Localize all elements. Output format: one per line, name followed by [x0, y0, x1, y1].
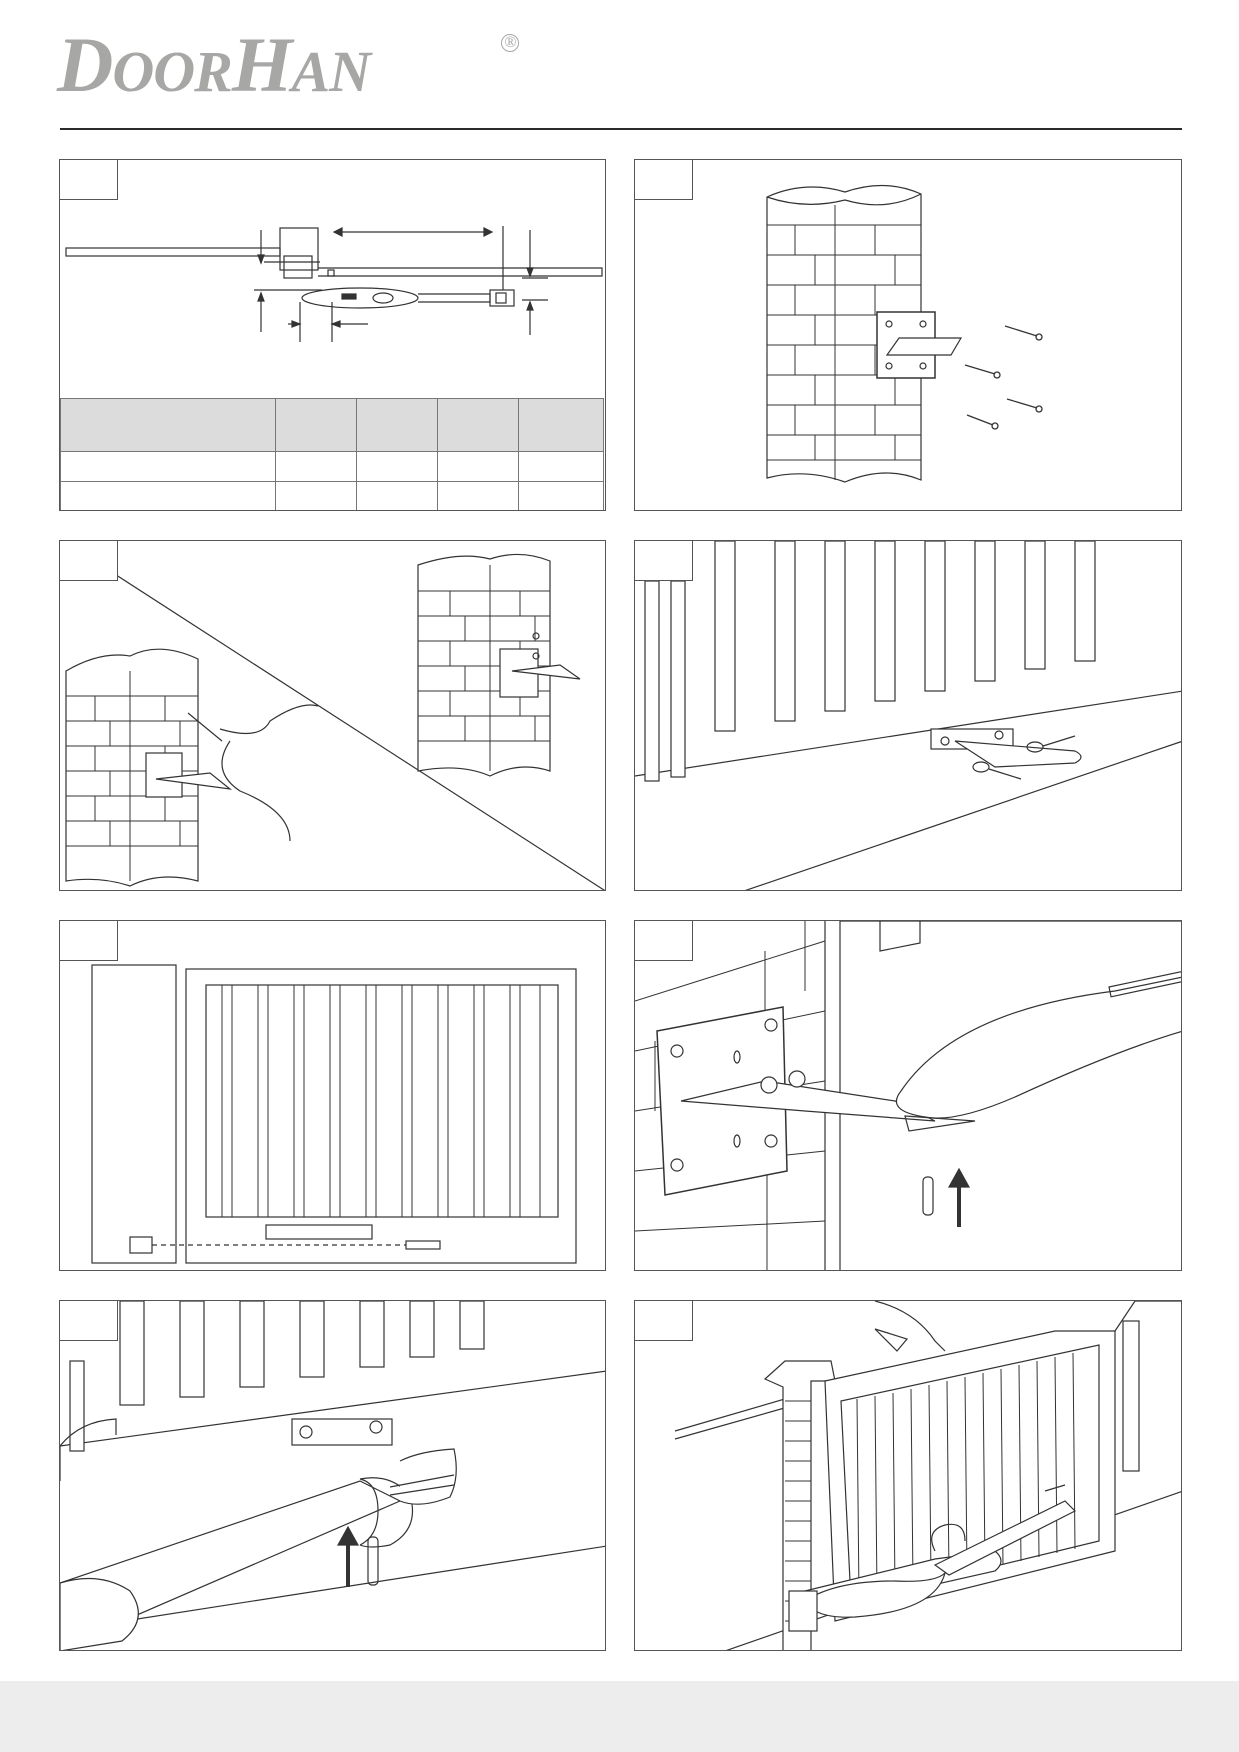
- footer-bar: [0, 1681, 1239, 1752]
- table-cell: [437, 481, 519, 510]
- table-cell: [275, 451, 357, 482]
- step-number-box: [635, 1301, 693, 1341]
- gate-bracket-illustration: [635, 541, 1181, 890]
- step-number-box: [635, 921, 693, 961]
- logo-letters: OOR: [112, 39, 232, 104]
- step-number-box: [60, 1301, 118, 1341]
- operator-mount-pillar: [635, 921, 1181, 1270]
- table-cell: [356, 398, 438, 452]
- header-divider: [60, 128, 1182, 130]
- registered-trademark: ®: [501, 34, 519, 52]
- table-cell: [437, 398, 519, 452]
- panel-step-2: [634, 159, 1182, 511]
- step-number-box: [60, 541, 118, 581]
- dimension-diagram: [65, 226, 603, 342]
- gate-front-view: [91, 964, 577, 1264]
- table-cell: [60, 451, 276, 482]
- pillar-bracket-illustration: [766, 184, 1043, 483]
- panel-step-4: [634, 540, 1182, 891]
- welding-illustration: [65, 553, 605, 890]
- table-cell: [60, 398, 276, 452]
- table-cell: [437, 451, 519, 482]
- logo-letters: AN: [291, 39, 371, 104]
- step-number-box: [635, 541, 693, 581]
- table-row: [60, 481, 604, 510]
- panel-step-6: [634, 920, 1182, 1271]
- doorhan-logo: DOORHAN ®: [57, 26, 519, 104]
- panel-step-1: [59, 159, 606, 511]
- table-cell: [275, 481, 357, 510]
- table-row: [60, 451, 604, 482]
- manual-test-illustration: [674, 1301, 1181, 1650]
- step-number-box: [60, 921, 118, 961]
- table-cell: [356, 481, 438, 510]
- dimension-table: [60, 398, 604, 510]
- step-number-box: [635, 160, 693, 200]
- table-cell: [518, 481, 604, 510]
- table-cell: [518, 398, 604, 452]
- operator-mount-gate: [60, 1301, 605, 1650]
- panel-step-8: [634, 1300, 1182, 1651]
- table-header-row: [60, 398, 604, 452]
- panel-step-3: [59, 540, 606, 891]
- table-cell: [518, 451, 604, 482]
- table-cell: [275, 398, 357, 452]
- panel-step-7: [59, 1300, 606, 1651]
- panel-step-5: [59, 920, 606, 1271]
- table-cell: [60, 481, 276, 510]
- logo-letter: D: [57, 21, 113, 108]
- logo-letter: H: [231, 21, 293, 108]
- table-cell: [356, 451, 438, 482]
- step-number-box: [60, 160, 118, 200]
